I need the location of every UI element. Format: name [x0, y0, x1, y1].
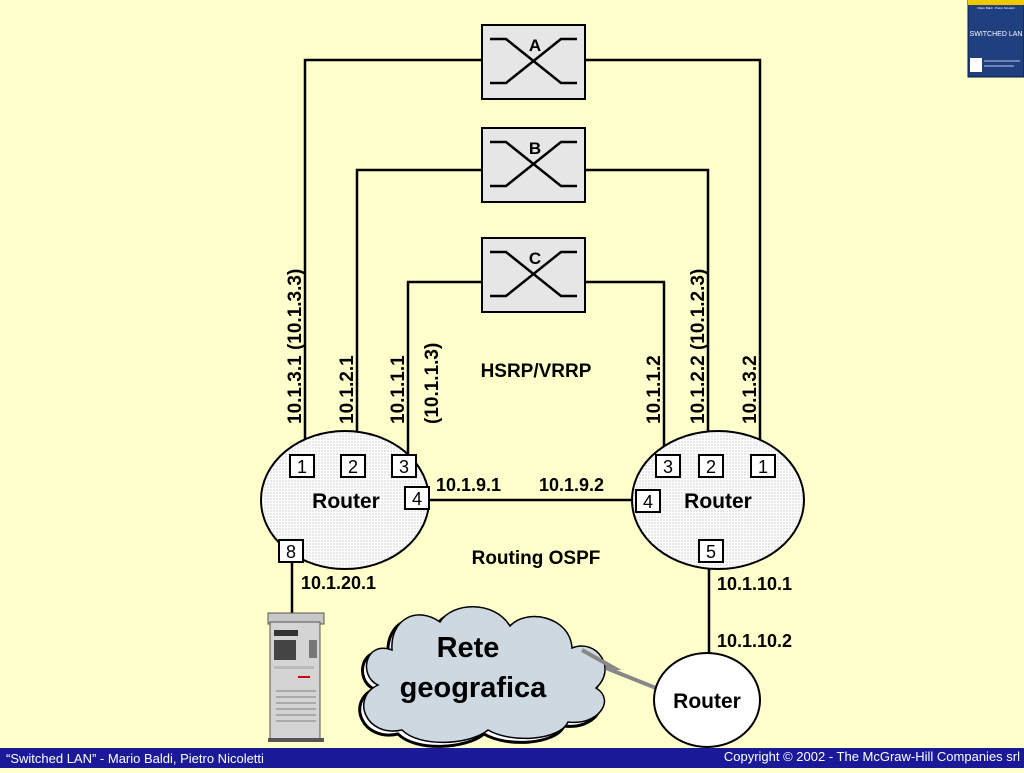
left-router-port-1	[289, 454, 315, 478]
right-router-port-3-label: 3	[663, 457, 673, 477]
right-router-port-2	[698, 454, 724, 478]
addr-right-port3: 10.1.1.2	[644, 355, 665, 424]
server-icon	[267, 612, 325, 742]
switch-c: C	[480, 236, 587, 314]
right-router-port-5	[698, 539, 724, 563]
link-left-port3-switch-c	[406, 280, 482, 456]
book-cover-icon: Mario Baldi · Pietro Nicoletti SWITCHED …	[967, 0, 1024, 78]
left-router-port-1-label: 1	[297, 457, 307, 477]
addr-link-right: 10.1.9.2	[539, 475, 604, 495]
left-router-port-8-label: 8	[286, 542, 296, 562]
book-cover-authors: Mario Baldi · Pietro Nicoletti	[977, 6, 1014, 10]
addr-server: 10.1.20.1	[301, 573, 376, 593]
footer-bar: “Switched LAN” - Mario Baldi, Pietro Nic…	[0, 748, 1024, 768]
left-router-port-3-label: 3	[399, 457, 409, 477]
bottom-router-label: Router	[673, 690, 741, 713]
left-router-label: Router	[312, 490, 380, 513]
addr-right-port1: 10.1.3.2	[740, 355, 761, 424]
left-router-port-3	[391, 454, 417, 478]
right-router-port-1-label: 1	[758, 457, 768, 477]
link-left-port2-switch-b	[355, 168, 482, 456]
link-switch-b-right-port2	[585, 168, 710, 456]
addr-bottom-router: 10.1.10.2	[717, 631, 792, 651]
right-router-port-4	[635, 489, 661, 513]
left-router-port-8	[278, 539, 304, 563]
hsrp-vrrp-label: HSRP/VRRP	[481, 361, 592, 382]
book-cover-title: SWITCHED LAN	[970, 31, 1023, 38]
right-router-port-3	[655, 454, 681, 478]
switch-a-label: A	[529, 36, 541, 55]
right-router-port-4-label: 4	[643, 492, 653, 512]
footer-right-text: Copyright © 2002 - The McGraw-Hill Compa…	[723, 749, 1020, 764]
link-switch-c-right-port3	[585, 280, 666, 456]
links	[290, 58, 762, 655]
cloud-line-1: Rete	[437, 632, 500, 664]
left-router: Router 1 2 3 4 8	[260, 430, 430, 570]
wan-cloud: Rete geografica	[358, 606, 606, 748]
addr-left-port3-virtual: (10.1.1.3)	[422, 343, 443, 424]
right-router-port-1	[750, 454, 776, 478]
link-switch-a-right-port1	[585, 58, 762, 456]
addr-right-port2: 10.1.2.2 (10.1.2.3)	[688, 269, 709, 424]
footer-left-text: “Switched LAN” - Mario Baldi, Pietro Nic…	[6, 751, 264, 766]
switch-b: B	[480, 126, 587, 204]
addr-link-left: 10.1.9.1	[436, 475, 501, 495]
switch-a: A	[480, 23, 587, 101]
addr-left-port1: 10.1.3.1 (10.1.3.3)	[285, 269, 306, 424]
addr-left-port3: 10.1.1.1	[388, 355, 409, 424]
cloud-line-2: geografica	[400, 672, 548, 704]
addr-right-port5: 10.1.10.1	[717, 574, 792, 594]
link-left-port1-switch-a	[303, 58, 482, 456]
wan-link	[581, 648, 657, 690]
left-router-port-4	[404, 486, 430, 510]
switch-b-label: B	[529, 139, 541, 158]
right-router-port-5-label: 5	[706, 542, 716, 562]
right-router-label: Router	[684, 490, 752, 513]
right-router: Router 3 2 1 4 5	[631, 430, 805, 570]
right-router-port-2-label: 2	[706, 457, 716, 477]
left-router-port-2	[340, 454, 366, 478]
routing-ospf-label: Routing OSPF	[472, 548, 601, 569]
left-router-port-4-label: 4	[412, 489, 422, 509]
left-router-port-2-label: 2	[348, 457, 358, 477]
switch-c-label: C	[529, 249, 541, 268]
addr-left-port2: 10.1.2.1	[337, 355, 358, 424]
vertical-address-labels: 10.1.3.1 (10.1.3.3) 10.1.2.1 10.1.1.1 (1…	[285, 269, 761, 424]
bottom-router: Router	[653, 652, 761, 748]
